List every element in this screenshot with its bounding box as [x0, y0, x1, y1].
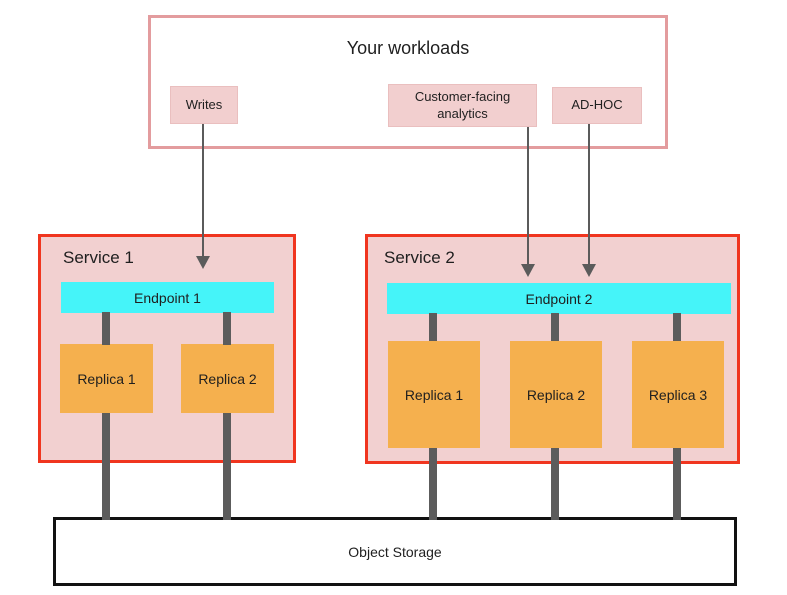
- workload-ad-hoc-label: AD-HOC: [571, 97, 623, 113]
- arrow-adhoc-to-service2-head-icon: [582, 264, 596, 277]
- service2-endpoint-label: Endpoint 2: [525, 290, 593, 307]
- service1-endpoint: Endpoint 1: [61, 282, 274, 313]
- service2-replica2: Replica 2: [510, 341, 602, 448]
- service2-box: Service 2 Endpoint 2 Replica 1 Replica 2…: [365, 234, 740, 464]
- service1-endpoint-label: Endpoint 1: [134, 289, 201, 306]
- connector-s1-replica2-storage: [223, 413, 231, 520]
- object-storage-label: Object Storage: [348, 543, 442, 560]
- workload-customer-facing-analytics: Customer-facing analytics: [388, 84, 537, 127]
- connector-s2-replica2-storage: [551, 448, 559, 520]
- object-storage-box: Object Storage: [53, 517, 737, 586]
- workload-writes: Writes: [170, 86, 238, 124]
- service2-replica1: Replica 1: [388, 341, 480, 448]
- connector-s1-endpoint-replica1: [102, 312, 110, 345]
- workloads-box: Your workloads Writes Customer-facing an…: [148, 15, 668, 149]
- connector-s2-endpoint-replica2: [551, 313, 559, 341]
- arrow-analytics-to-service2-line: [527, 127, 529, 265]
- arrow-writes-to-service1-line: [202, 124, 204, 257]
- service2-replica2-label: Replica 2: [526, 386, 586, 403]
- connector-s1-endpoint-replica2: [223, 312, 231, 345]
- workloads-title: Your workloads: [346, 38, 470, 58]
- service1-replica1-label: Replica 1: [77, 370, 136, 387]
- workload-writes-label: Writes: [185, 96, 223, 112]
- arrow-adhoc-to-service2-line: [588, 124, 590, 265]
- service1-replica2-label: Replica 2: [198, 370, 257, 387]
- connector-s2-replica3-storage: [673, 448, 681, 520]
- service2-name: Service 2: [384, 248, 455, 267]
- connector-s2-endpoint-replica1: [429, 313, 437, 341]
- service2-replica3-label: Replica 3: [648, 386, 708, 403]
- workload-analytics-label: Customer-facing analytics: [414, 89, 511, 121]
- arrow-writes-to-service1-head-icon: [196, 256, 210, 269]
- service1-box: Service 1 Endpoint 1 Replica 1 Replica 2: [38, 234, 296, 463]
- service1-replica2: Replica 2: [181, 344, 274, 413]
- service2-endpoint: Endpoint 2: [387, 283, 731, 314]
- arrow-analytics-to-service2-head-icon: [521, 264, 535, 277]
- workload-ad-hoc: AD-HOC: [552, 87, 642, 124]
- connector-s2-endpoint-replica3: [673, 313, 681, 341]
- service1-replica1: Replica 1: [60, 344, 153, 413]
- service1-name: Service 1: [63, 248, 134, 267]
- connector-s2-replica1-storage: [429, 448, 437, 520]
- service2-replica3: Replica 3: [632, 341, 724, 448]
- connector-s1-replica1-storage: [102, 413, 110, 520]
- service2-replica1-label: Replica 1: [404, 386, 464, 403]
